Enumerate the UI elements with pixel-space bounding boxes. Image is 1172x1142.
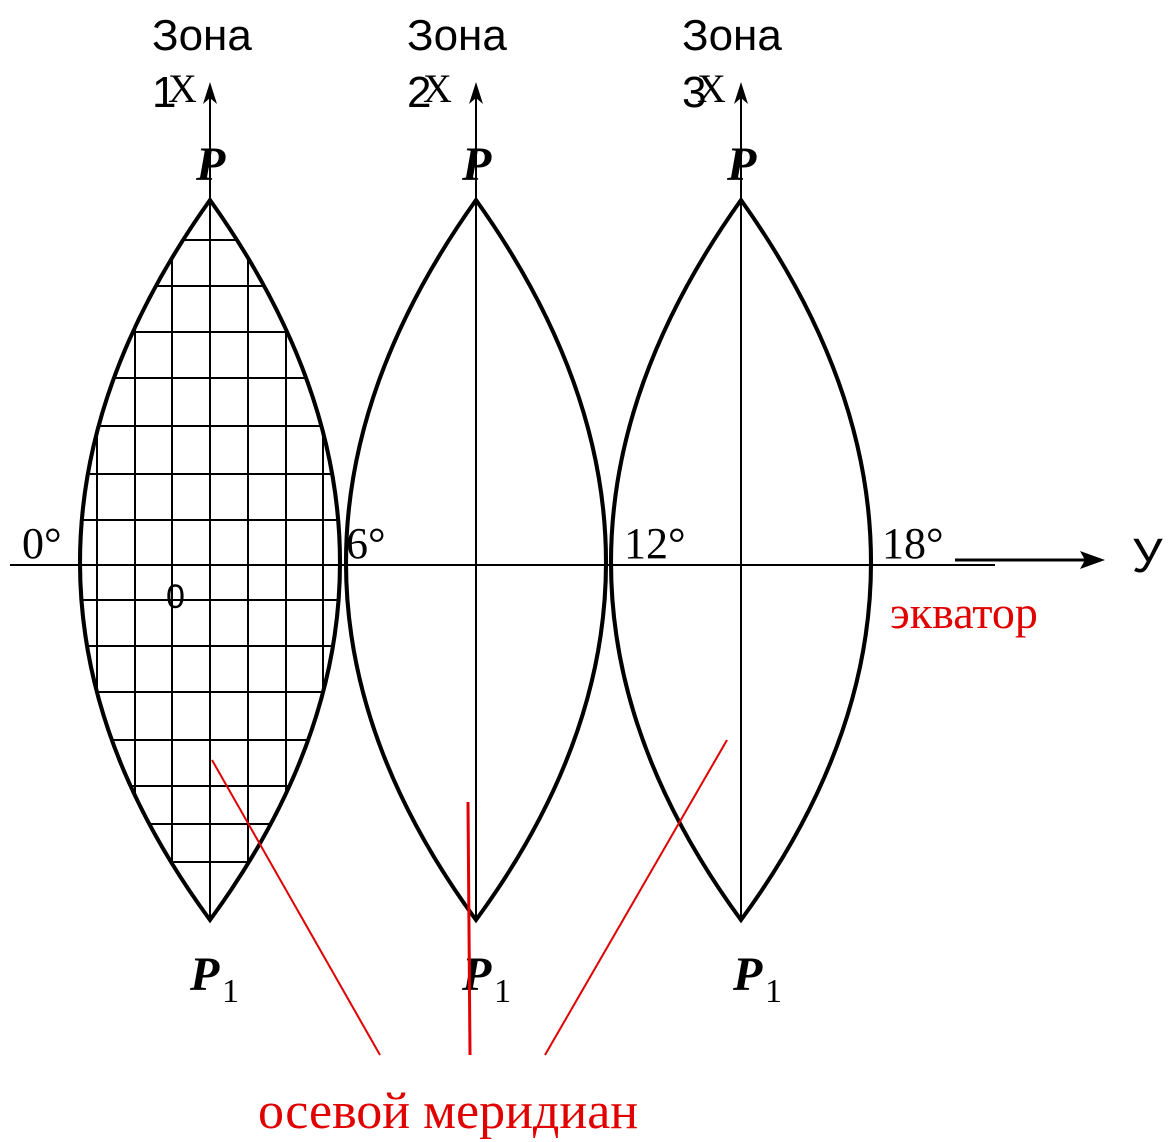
zone-1-pole-bottom-sub: 1 [222,973,239,1010]
meridian-6-label: 6° [346,519,386,568]
zone-1-x-label: X [168,66,197,111]
zone-3-number: 3 [682,68,706,117]
zone-3-pole-top: P [726,138,757,191]
zone-3-pole-bottom-sub: 1 [765,973,782,1010]
y-axis-label: У [1132,530,1163,583]
meridian-0-label: 0° [22,519,62,568]
zone-1-x-arrow-icon [203,82,217,104]
zone-2-x-label: X [423,66,452,111]
zone-1-pole-bottom: P [189,948,220,1001]
zone-3-x-label: X [697,66,726,111]
zone-2-pole-bottom-sub: 1 [494,973,511,1010]
equator-label: экватор [890,587,1038,638]
zone-1-number: 1 [152,68,176,117]
zone-3-x-arrow-icon [734,82,748,104]
meridian-12-label: 12° [624,519,686,568]
zone-3-pole-bottom: P [732,948,763,1001]
zone-2-pole-top: P [461,138,492,191]
zone-3-label: Зона [682,11,782,60]
pointer-line-zone-1 [211,759,381,1056]
zone-2-label: Зона [407,11,507,60]
axial-meridian-label: осевой меридиан [258,1083,638,1140]
pointer-line-zone-3 [544,739,728,1056]
zone-2-pole-bottom: P [461,948,492,1001]
origin-label: 0 [166,578,185,616]
meridian-18-label: 18° [882,519,944,568]
zone-1-pole-top: P [195,138,226,191]
zone-2-number: 2 [407,68,431,117]
pointer-line-zone-2 [466,801,472,1056]
y-axis-arrow-icon [1080,551,1105,569]
zone-2-x-arrow-icon [469,82,483,104]
zone-1-label: Зона [152,11,252,60]
